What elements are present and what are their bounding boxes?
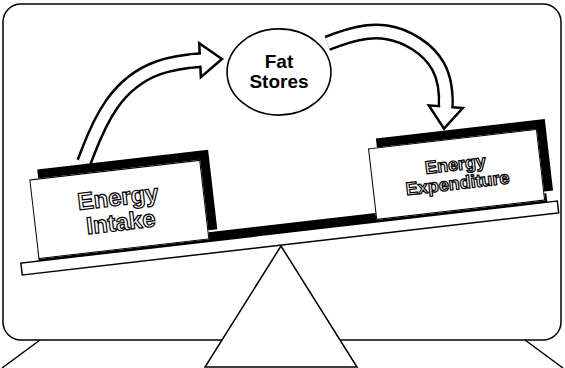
flow-arrow xyxy=(84,43,222,162)
circle-outline-shape xyxy=(227,29,331,115)
floor-line xyxy=(525,340,563,368)
arrow-joint-patch xyxy=(327,31,446,128)
node-label: Energy Intake xyxy=(56,177,183,241)
arrow-shaft-fill xyxy=(327,31,446,128)
arrow-shaft-outline xyxy=(327,31,446,128)
node-label: Fat Stores xyxy=(237,52,321,92)
flow-arrow xyxy=(327,31,462,128)
intake-block: Energy Intake xyxy=(29,160,209,259)
floor-line xyxy=(2,340,40,368)
fulcrum-triangle xyxy=(205,246,357,367)
fat-stores-circle: Fat Stores xyxy=(226,28,332,116)
arrow-joint-patch xyxy=(84,59,222,162)
expenditure-block: Energy Expenditure xyxy=(368,129,545,220)
node-label: Energy Expenditure xyxy=(385,148,528,202)
